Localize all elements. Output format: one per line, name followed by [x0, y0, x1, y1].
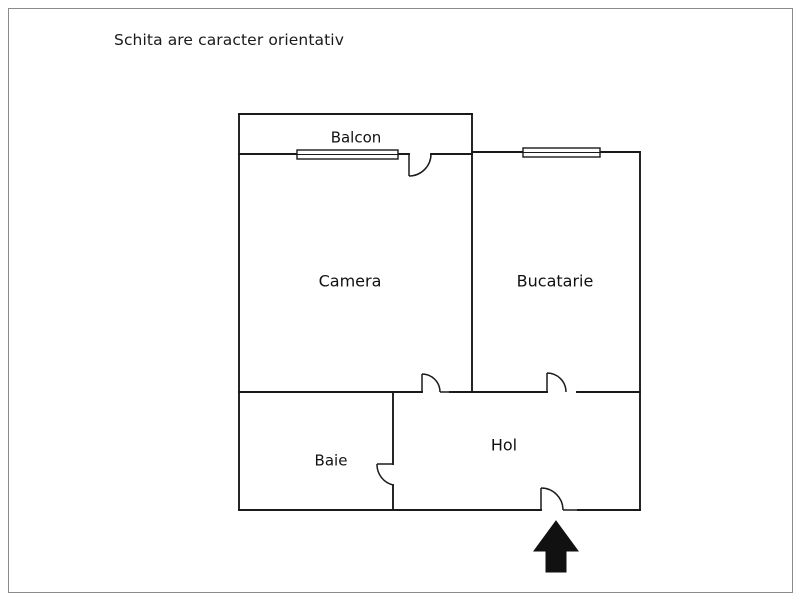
room-label-camera: Camera [319, 272, 382, 291]
door-bucatarie-hol [546, 372, 567, 393]
window-bucatarie [522, 147, 601, 158]
room-label-hol: Hol [491, 436, 517, 455]
room-labels-group: Balcon Camera Bucatarie Baie Hol [315, 129, 594, 470]
room-label-bucatarie: Bucatarie [517, 272, 594, 291]
room-label-baie: Baie [315, 452, 348, 470]
walls-group [238, 113, 641, 511]
door-baie-hol [376, 463, 394, 486]
doors-group [376, 153, 578, 511]
room-label-balcon: Balcon [331, 129, 382, 147]
door-camera-hol [421, 373, 450, 393]
page-title: Schita are caracter orientativ [114, 31, 344, 49]
windows-group [296, 147, 601, 160]
door-entrance [540, 487, 578, 511]
entrance-arrow [533, 520, 579, 573]
window-balcon [296, 149, 399, 160]
door-balcon-camera [408, 153, 432, 177]
page-border-frame [8, 8, 793, 593]
